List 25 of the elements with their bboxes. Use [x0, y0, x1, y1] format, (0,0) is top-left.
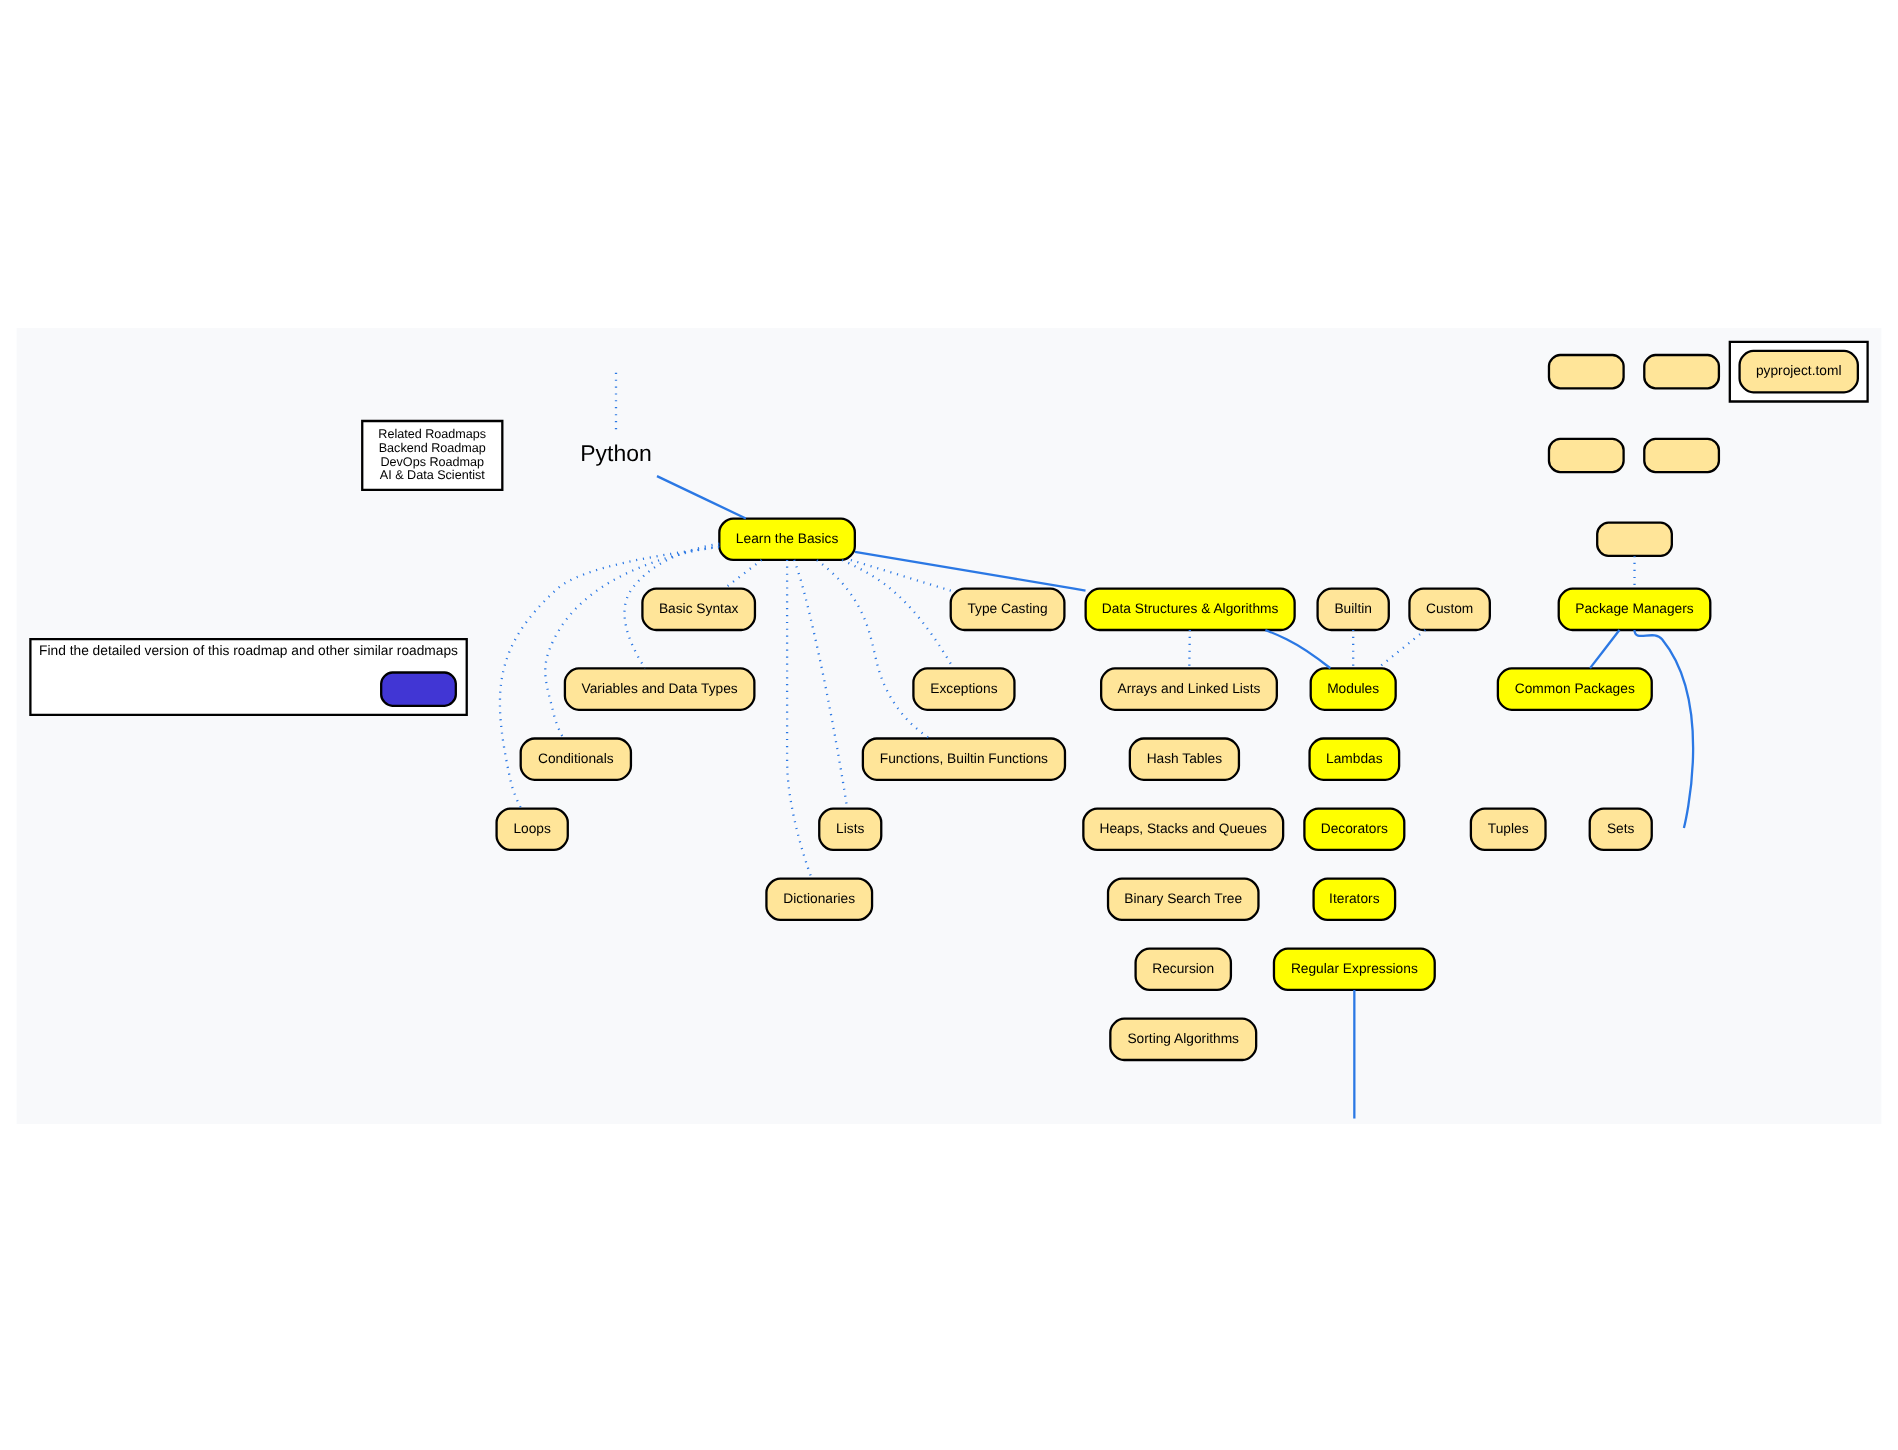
connector [1353, 988, 1356, 1118]
connector [498, 545, 720, 809]
connector [544, 544, 720, 738]
connector [816, 558, 930, 739]
connector [841, 557, 955, 668]
connector [850, 557, 952, 591]
connector [1264, 628, 1332, 669]
node-box [1547, 352, 1625, 389]
connector [1376, 628, 1427, 669]
node-box [1643, 436, 1721, 473]
node-box [1596, 520, 1673, 557]
node-box [1643, 352, 1721, 389]
node-box [1547, 436, 1625, 473]
connector [1589, 628, 1621, 668]
node-text: Python [580, 442, 652, 467]
cluster [1728, 339, 1869, 402]
connector [785, 559, 813, 878]
connector [793, 558, 849, 808]
connector [623, 541, 720, 668]
connector [614, 371, 618, 434]
connector [854, 549, 1086, 591]
connector [656, 474, 747, 519]
connector [723, 558, 763, 589]
node-box [380, 670, 457, 706]
connector [1633, 628, 1695, 828]
